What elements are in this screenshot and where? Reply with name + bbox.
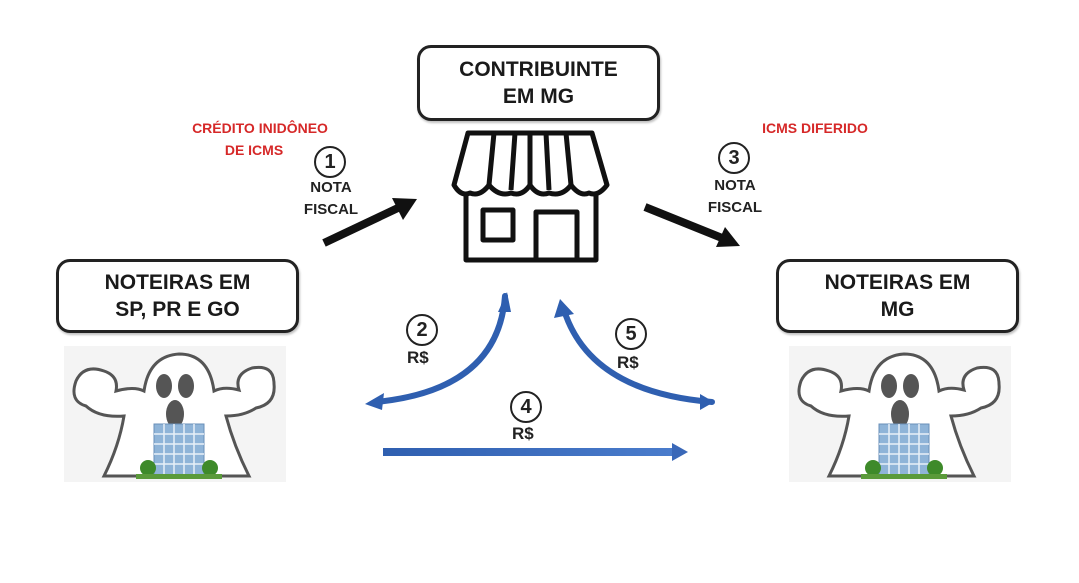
flow-label-4: R$ <box>512 424 534 443</box>
flow-label-line: FISCAL <box>303 201 359 218</box>
annotation-line: CRÉDITO INIDÔNEO <box>192 120 328 136</box>
ghost-company-icon <box>789 346 1011 482</box>
store-icon <box>451 130 610 263</box>
arrow-step-2 <box>365 292 511 410</box>
step-number-4: 4 <box>510 391 542 423</box>
flow-label-5: R$ <box>617 353 639 372</box>
node-title: NOTEIRAS EM <box>824 271 971 294</box>
node-title: CONTRIBUINTE <box>459 58 618 81</box>
annotation-line: DE ICMS <box>224 142 284 158</box>
step-number-1: 1 <box>314 146 346 178</box>
node-subtitle: MG <box>880 298 915 321</box>
node-subtitle: EM MG <box>502 85 575 108</box>
annotation-line: ICMS DIFERIDO <box>762 120 868 136</box>
node-noteiras-mg: NOTEIRAS EM MG <box>776 259 1019 333</box>
arrow-step-1 <box>322 198 417 247</box>
node-noteiras-sp: NOTEIRAS EM SP, PR E GO <box>56 259 299 333</box>
arrow-step-5 <box>554 299 715 410</box>
node-contribuinte: CONTRIBUINTE EM MG <box>417 45 660 121</box>
node-subtitle: SP, PR E GO <box>115 298 240 321</box>
arrow-step-4 <box>383 443 688 461</box>
arrow-step-3 <box>643 203 740 247</box>
annotation-icms-diferido: ICMS DIFERIDO <box>730 117 900 139</box>
step-number-5: 5 <box>615 318 647 350</box>
flow-label-1: NOTA FISCAL <box>286 177 376 221</box>
flow-label-line: NOTA <box>310 179 352 196</box>
flow-label-line: NOTA <box>714 177 756 194</box>
ghost-company-icon <box>64 346 286 482</box>
flow-label-line: FISCAL <box>707 199 763 216</box>
step-number-3: 3 <box>718 142 750 174</box>
flow-label-3: NOTA FISCAL <box>690 175 780 219</box>
node-title: NOTEIRAS EM <box>104 271 251 294</box>
annotation-credito-inidoneo: CRÉDITO INIDÔNEO DE ICMS <box>160 117 360 161</box>
step-number-2: 2 <box>406 314 438 346</box>
flow-label-2: R$ <box>407 348 429 367</box>
